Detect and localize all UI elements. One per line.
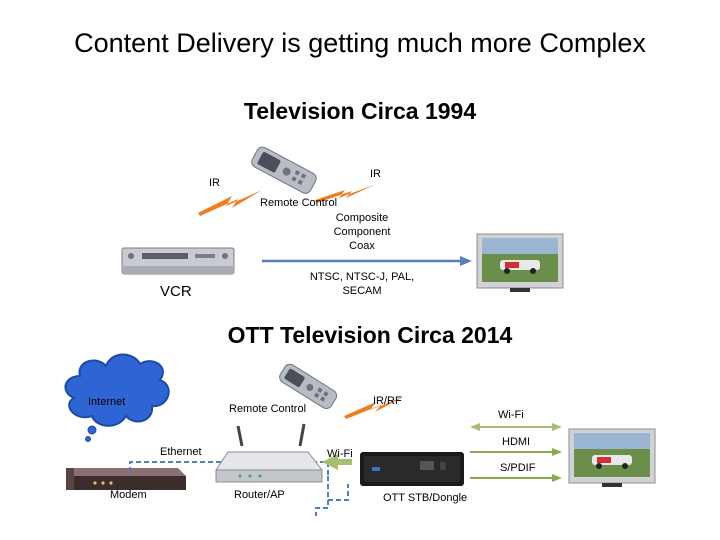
spdif-label: S/PDIF (500, 462, 536, 474)
wifi-arrow-stb-tv (470, 423, 562, 431)
video-standards: NTSC, NTSC-J, PAL, SECAM (302, 270, 422, 298)
ir-beam-left-icon (198, 190, 262, 216)
spdif-arrow-stb-tv (470, 474, 562, 482)
hdmi-label: HDMI (502, 436, 531, 448)
internet-label: Internet (88, 396, 126, 408)
vcr-label: VCR (160, 283, 192, 300)
router-label: Router/AP (234, 489, 285, 501)
modem-icon (66, 468, 186, 490)
connection-line: Coax (349, 240, 375, 252)
video-signal-arrowhead (460, 256, 472, 266)
stb-label: OTT STB/Dongle (383, 492, 468, 504)
ir-beam-right-icon (315, 184, 376, 203)
connection-line: Component (333, 226, 391, 238)
irrf-label: IR/RF (373, 395, 402, 407)
slide-title: Content Delivery is getting much more Co… (74, 28, 646, 58)
modem-label: Modem (110, 489, 147, 501)
ir-label-right: IR (370, 168, 381, 180)
remote-control-label: Remote Control (260, 197, 338, 209)
remote-control-2014-icon (279, 363, 338, 409)
connection-line: Composite (335, 212, 389, 224)
router-icon (215, 423, 324, 483)
irrf-beam-icon (344, 396, 405, 419)
remote-control-2014-label: Remote Control (229, 403, 307, 415)
cloud-icon (64, 353, 170, 442)
tv-2014-icon (568, 428, 656, 487)
stb-icon (360, 452, 464, 486)
heading-1994: Television Circa 1994 (243, 98, 477, 124)
wifi-tv-label: Wi-Fi (498, 409, 524, 421)
heading-2014: OTT Television Circa 2014 (227, 322, 513, 348)
tv-icon (476, 233, 564, 292)
remote-control-icon (251, 146, 317, 194)
connection-types: Composite Component Coax (322, 211, 402, 253)
hdmi-arrow-stb-tv (470, 448, 562, 456)
standard-line: NTSC, NTSC-J, PAL, (309, 271, 415, 283)
standard-line: SECAM (342, 285, 382, 297)
wifi-router-label: Wi-Fi (327, 448, 353, 460)
wifi-arrow-router-stb (322, 454, 352, 470)
vcr-icon (121, 247, 235, 275)
ir-label-left: IR (209, 177, 220, 189)
ethernet-label: Ethernet (160, 446, 202, 458)
